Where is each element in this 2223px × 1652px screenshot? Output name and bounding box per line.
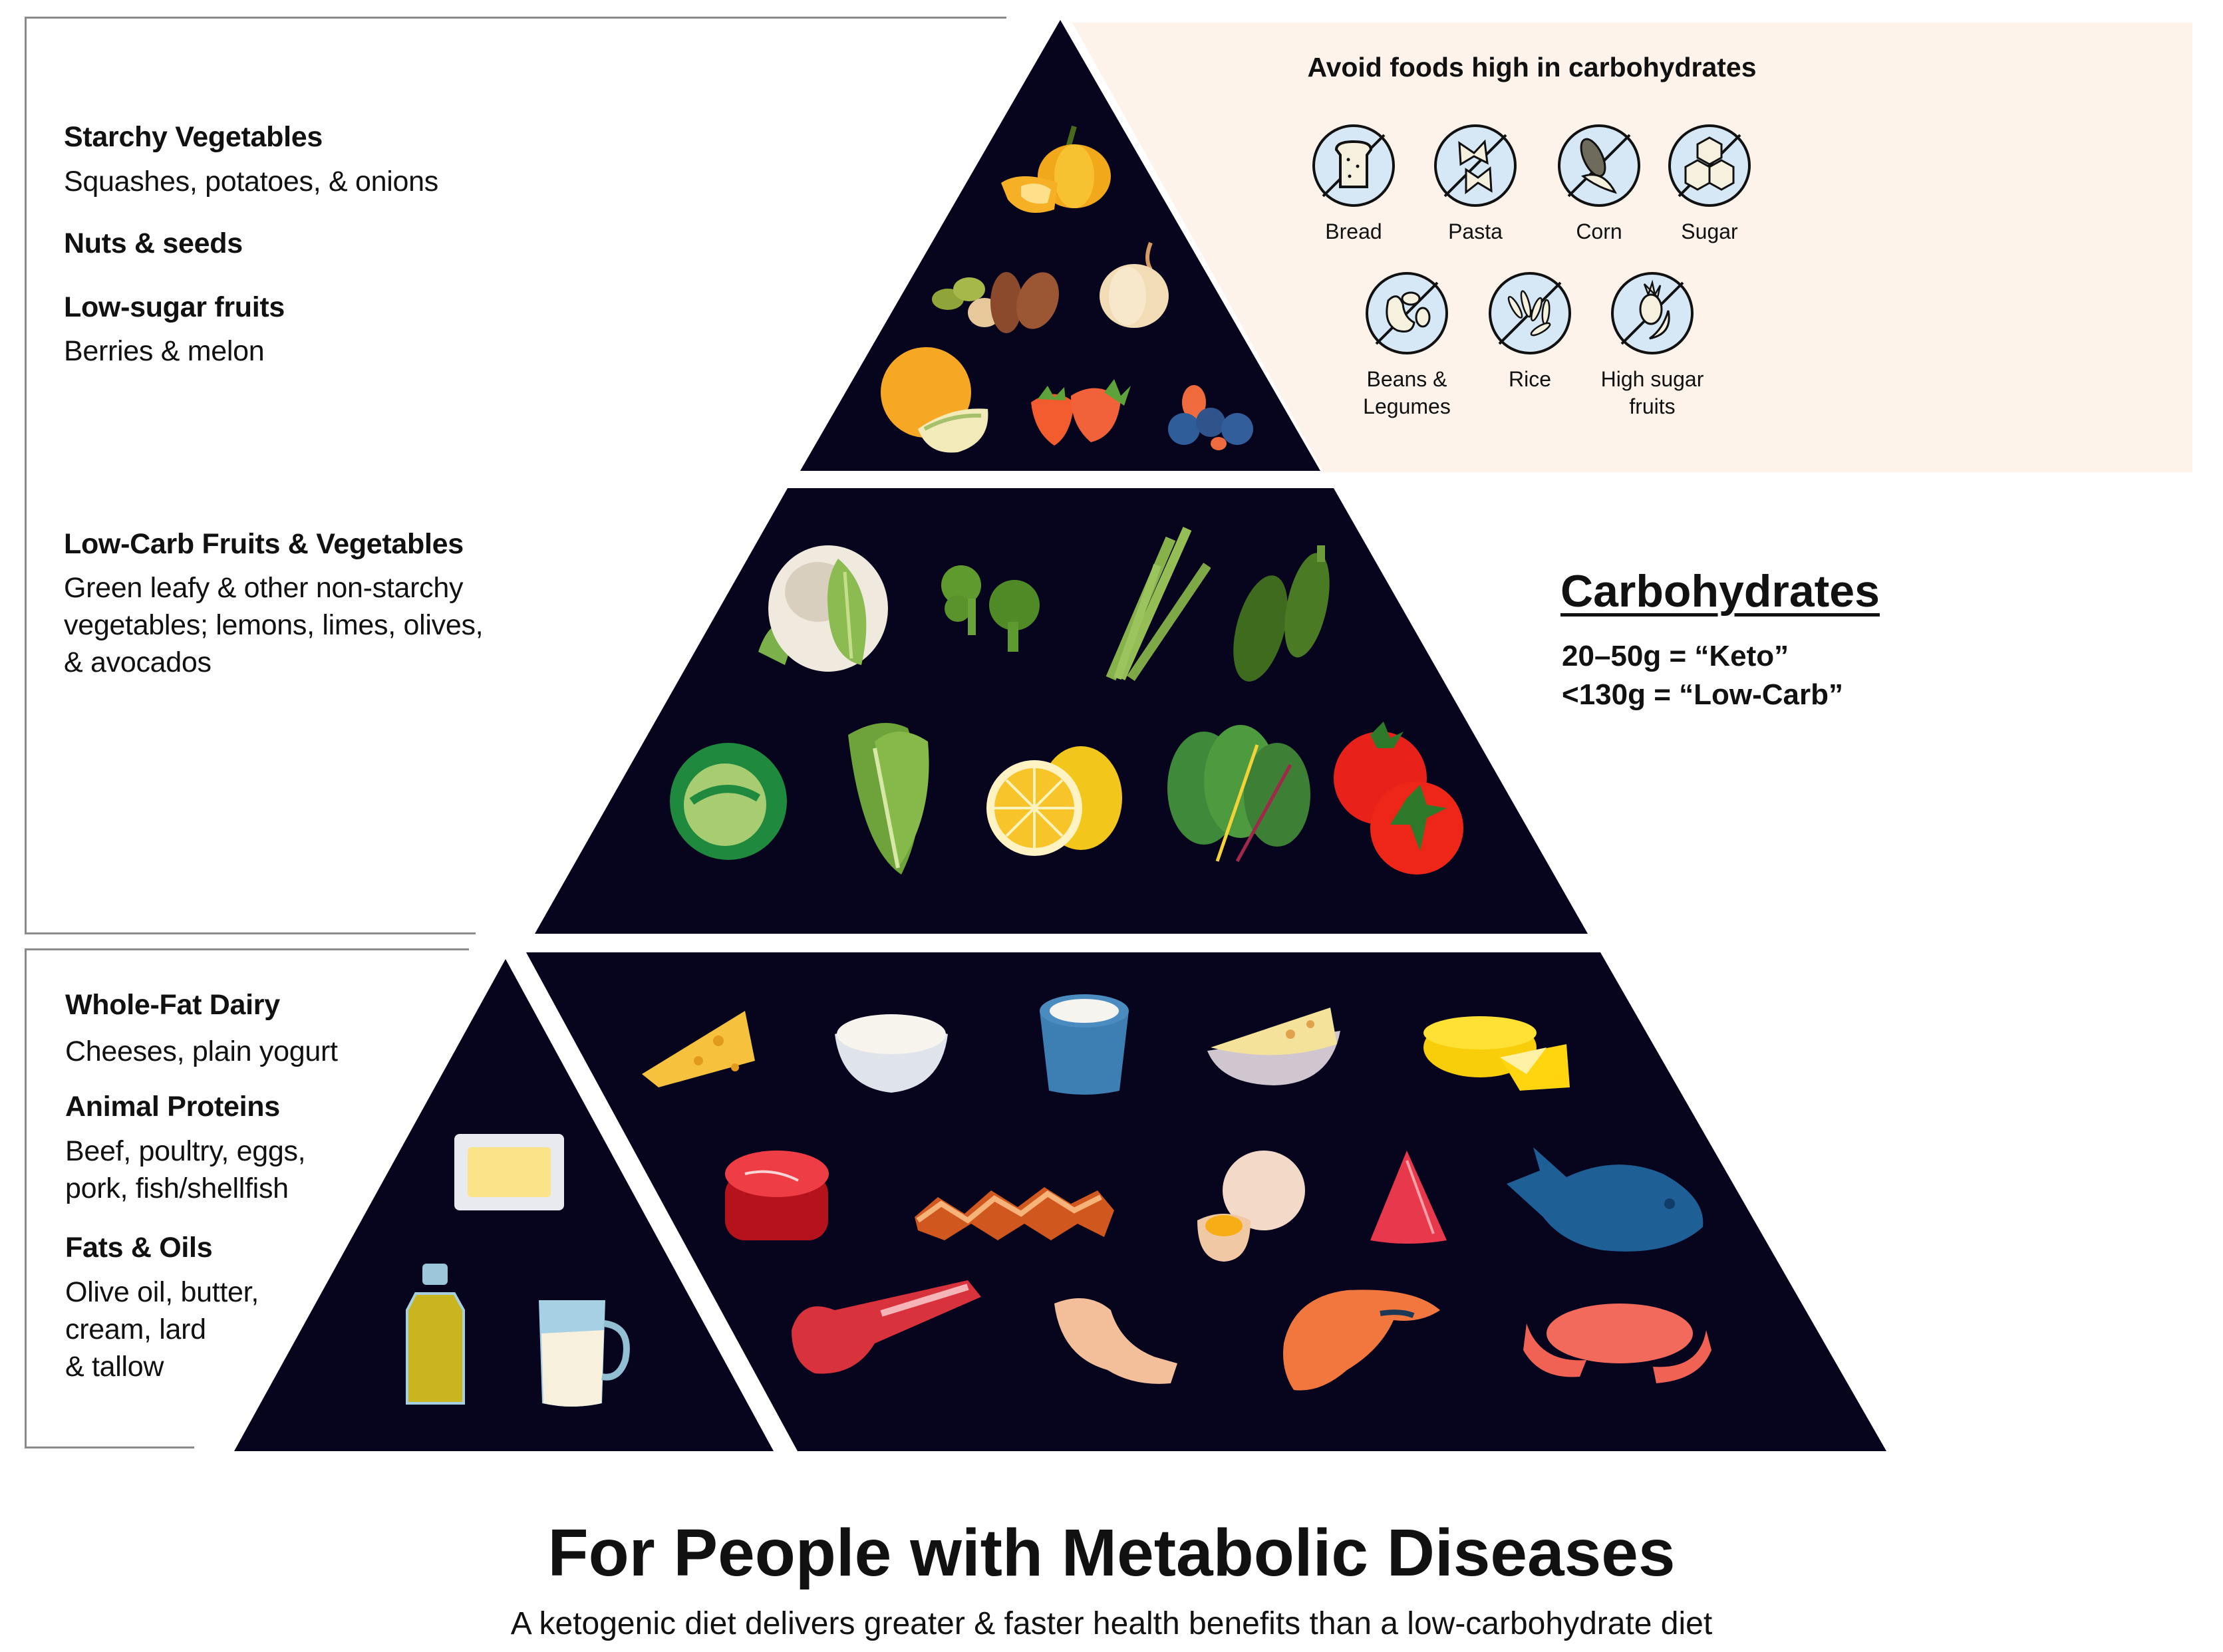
category-title-nuts-seeds: Nuts & seeds bbox=[64, 227, 243, 259]
chicken-leg-icon bbox=[1054, 1298, 1177, 1384]
crab-icon bbox=[1523, 1304, 1711, 1383]
asparagus-icon bbox=[1106, 527, 1211, 681]
avoid-label: Beans & Legumes bbox=[1363, 367, 1451, 418]
category-desc-low-sugar-fruits: Berries & melon bbox=[64, 335, 265, 367]
pasta-icon bbox=[1434, 124, 1517, 207]
lamb-chop-icon bbox=[792, 1280, 981, 1374]
pumpkin-squash-icon bbox=[1001, 125, 1111, 213]
avoid-label: Pasta bbox=[1448, 219, 1503, 243]
butter-icon bbox=[454, 1134, 564, 1210]
category-desc-animal-proteins: Beef, poultry, eggs, pork, fish/shellfis… bbox=[65, 1135, 306, 1204]
onion-icon bbox=[1100, 241, 1169, 328]
box-bottom-line bbox=[25, 932, 476, 934]
page-title: For People with Metabolic Diseases bbox=[547, 1516, 1676, 1590]
avoid-item-bread: Bread bbox=[1287, 123, 1420, 245]
carbohydrates-title: Carbohydrates bbox=[1560, 566, 1880, 617]
category-title-fats-oils: Fats & Oils bbox=[65, 1232, 213, 1264]
keto-range: 20–50g = “Keto” bbox=[1562, 640, 1789, 672]
cream-jug-icon bbox=[539, 1300, 630, 1407]
cabbage-icon bbox=[670, 743, 787, 860]
avoid-title: Avoid foods high in carbohydrates bbox=[1307, 52, 1757, 82]
chard-icon bbox=[1167, 725, 1310, 863]
nuts-seeds-icon bbox=[932, 272, 1059, 333]
eggs-icon bbox=[1197, 1151, 1305, 1262]
box-top-line bbox=[25, 17, 1006, 19]
beef-steak-icon bbox=[725, 1151, 829, 1240]
page-subtitle: A ketogenic diet delivers greater & fast… bbox=[510, 1606, 1713, 1641]
avoid-item-pasta: Pasta bbox=[1409, 123, 1542, 245]
category-title-starchy-vegetables: Starchy Vegetables bbox=[64, 121, 323, 153]
olive-oil-icon bbox=[406, 1264, 465, 1405]
tuna-icon bbox=[1370, 1151, 1447, 1244]
melon-icon bbox=[881, 347, 988, 453]
tomatoes-icon bbox=[1334, 722, 1463, 875]
fish-icon bbox=[1507, 1147, 1704, 1252]
sugar-icon bbox=[1668, 124, 1751, 207]
avoid-item-corn: Corn bbox=[1533, 123, 1666, 245]
avoid-item-high-sugar-fruits: High sugar fruits bbox=[1586, 271, 1719, 420]
category-title-whole-fat-dairy: Whole-Fat Dairy bbox=[65, 989, 280, 1021]
bread-icon bbox=[1312, 124, 1395, 207]
category-title-low-sugar-fruits: Low-sugar fruits bbox=[64, 291, 285, 323]
strawberries-icon bbox=[1031, 379, 1131, 446]
beans-icon bbox=[1366, 272, 1448, 354]
avoid-label: Rice bbox=[1508, 367, 1551, 391]
cheese-bowl-icon bbox=[1207, 1008, 1340, 1085]
cheese-wheel-icon bbox=[1423, 1016, 1570, 1091]
salmon-steak-icon bbox=[1283, 1290, 1440, 1391]
rice-icon bbox=[1489, 272, 1571, 354]
berries-icon bbox=[1168, 385, 1253, 450]
cauliflower-icon bbox=[758, 545, 888, 672]
box-left-line bbox=[25, 17, 27, 934]
avoid-label: High sugar fruits bbox=[1600, 367, 1704, 418]
low-carb-range: <130g = “Low-Carb” bbox=[1562, 678, 1844, 711]
avoid-item-beans-legumes: Beans & Legumes bbox=[1340, 271, 1473, 420]
category-desc-starchy-vegetables: Squashes, potatoes, & onions bbox=[64, 166, 438, 198]
category-title-animal-proteins: Animal Proteins bbox=[65, 1091, 280, 1123]
pineapple-banana-icon bbox=[1611, 272, 1694, 354]
sour-cream-icon bbox=[835, 1014, 948, 1093]
avoid-item-sugar: Sugar bbox=[1643, 123, 1776, 245]
category-desc-low-carb-fruits-vegetables: Green leafy & other non-starchy vegetabl… bbox=[64, 572, 484, 678]
box-top-line bbox=[25, 948, 469, 950]
avoid-label: Bread bbox=[1325, 219, 1382, 243]
avoid-label: Sugar bbox=[1681, 219, 1738, 243]
category-title-low-carb-fruits-vegetables: Low-Carb Fruits & Vegetables bbox=[64, 528, 464, 560]
yogurt-pot-icon bbox=[1040, 994, 1129, 1095]
category-desc-fats-oils: Olive oil, butter, cream, lard & tallow bbox=[65, 1276, 259, 1383]
cheese-wedge-icon bbox=[642, 1011, 755, 1087]
lemon-icon bbox=[986, 746, 1122, 856]
avoid-item-rice: Rice bbox=[1463, 271, 1596, 393]
category-desc-whole-fat-dairy: Cheeses, plain yogurt bbox=[65, 1035, 338, 1067]
broccoli-icon bbox=[941, 565, 1040, 652]
avoid-label: Corn bbox=[1576, 219, 1622, 243]
corn-icon bbox=[1558, 124, 1640, 207]
box-left-line bbox=[25, 948, 27, 1448]
zucchini-icon bbox=[1233, 545, 1330, 682]
romaine-lettuce-icon bbox=[848, 723, 929, 875]
bacon-icon bbox=[915, 1187, 1114, 1240]
box-bottom-line bbox=[25, 1446, 194, 1448]
